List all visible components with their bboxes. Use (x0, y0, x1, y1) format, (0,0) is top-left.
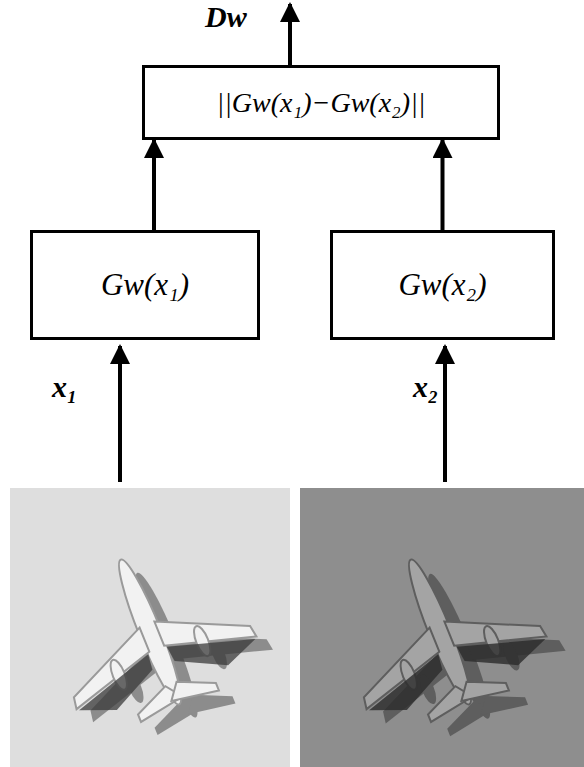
box-label: Gw(x₂) (398, 267, 486, 303)
arrow-connector (152, 140, 156, 230)
input-image (300, 488, 584, 767)
input-label: x₁ (52, 370, 77, 404)
input-arrow (443, 346, 447, 482)
arrow-connector (441, 140, 445, 230)
box-label: Gw(x₁) (101, 267, 189, 303)
input-label: x₂ (413, 370, 438, 404)
box-label: ||Gw(x₁)−Gw(x₂)|| (216, 87, 425, 119)
input-image (10, 488, 290, 767)
process-box: ||Gw(x₁)−Gw(x₂)|| (142, 65, 500, 140)
output-label: Dw (205, 0, 247, 34)
input-arrow (118, 346, 122, 482)
output-arrow (288, 4, 292, 65)
process-box: Gw(x₁) (30, 230, 260, 340)
process-box: Gw(x₂) (330, 230, 555, 340)
